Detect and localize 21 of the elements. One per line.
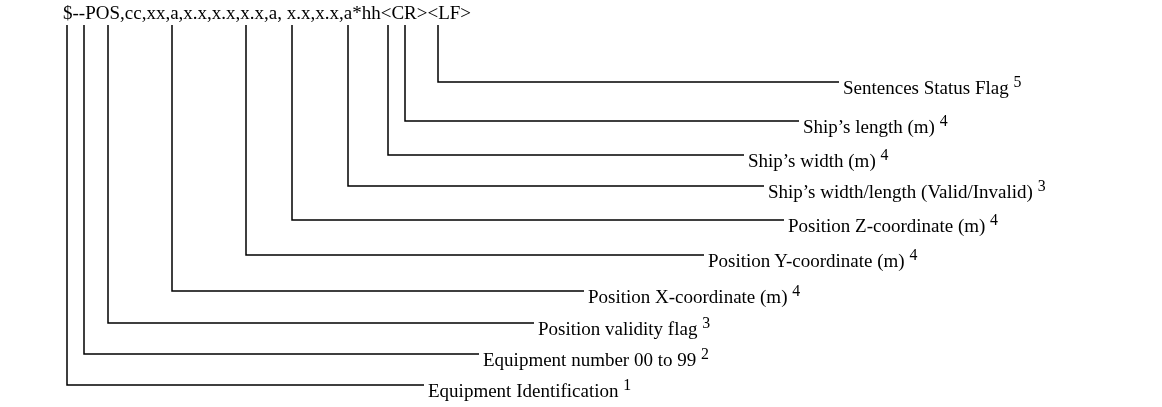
- leader-line: [437, 24, 840, 83]
- field-label: Ship’s width (m) $^{4}$: [748, 146, 889, 173]
- field-label: Position Y-coordinate (m) $^{4}$: [708, 246, 918, 273]
- leader-line: [171, 24, 585, 292]
- field-label: Position X-coordinate (m) $^{4}$: [588, 282, 801, 309]
- leader-line: [107, 24, 535, 324]
- leader-line: [66, 24, 425, 386]
- field-label: Equipment Identification $^{1}$: [428, 376, 632, 403]
- leader-line: [347, 24, 765, 187]
- field-label: Ship’s width/length (Valid/Invalid) $^{3}$: [768, 177, 1046, 204]
- leader-line: [83, 24, 480, 355]
- field-label: Position validity flag $^{3}$: [538, 314, 711, 341]
- field-label: Sentences Status Flag $^{5}$: [843, 73, 1022, 100]
- leader-line: [291, 24, 785, 221]
- leader-line: [245, 24, 705, 256]
- leader-line: [404, 24, 800, 122]
- field-label: Equipment number 00 to 99 $^{2}$: [483, 345, 709, 372]
- field-label: Ship’s length (m) $^{4}$: [803, 112, 948, 139]
- leader-line: [387, 24, 745, 156]
- sentence-format: $--POS,cc,xx,a,x.x,x.x,x.x,a, x.x,x.x,a*hh<CR><LF>: [63, 2, 472, 24]
- field-label: Position Z-coordinate (m) $^{4}$: [788, 211, 999, 238]
